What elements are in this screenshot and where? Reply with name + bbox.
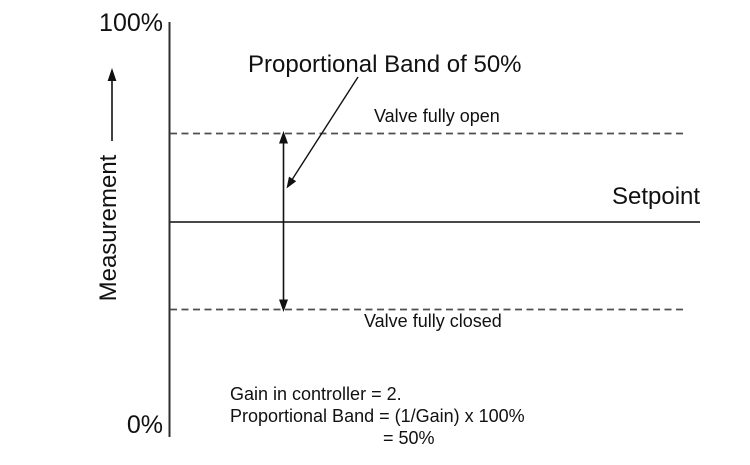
setpoint-label: Setpoint xyxy=(612,183,701,210)
calc-result-line: = 50% xyxy=(383,428,435,448)
calc-formula-line: Proportional Band = (1/Gain) x 100% xyxy=(230,406,525,426)
y-axis-min-label: 0% xyxy=(126,411,163,439)
valve-open-label: Valve fully open xyxy=(374,106,500,126)
measurement-axis-arrow-icon xyxy=(107,68,117,141)
title-leader-arrow-icon xyxy=(286,76,359,189)
calc-gain-line: Gain in controller = 2. xyxy=(230,384,402,404)
proportional-band-span-arrow-icon xyxy=(279,131,288,312)
valve-closed-label: Valve fully closed xyxy=(364,311,502,331)
proportional-band-title: Proportional Band of 50% xyxy=(248,51,522,78)
y-axis-title: Measurement xyxy=(95,154,122,302)
y-axis-max-label: 100% xyxy=(99,9,163,37)
